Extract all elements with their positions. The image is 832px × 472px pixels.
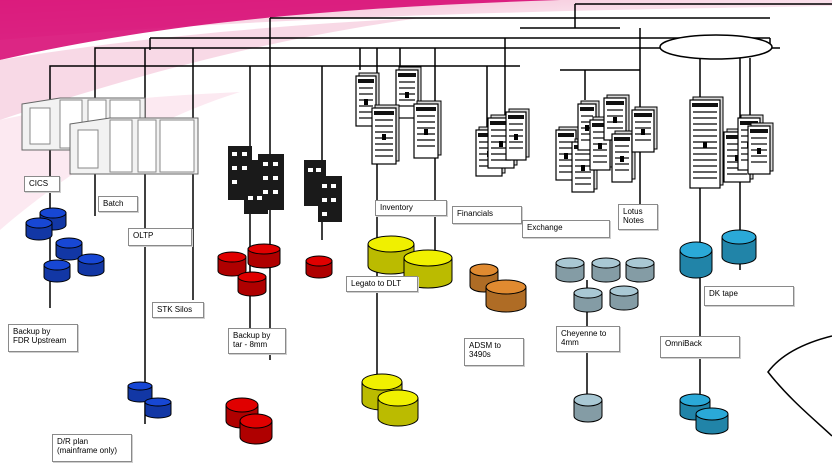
server-tower-icon	[355, 72, 380, 127]
disk-drive-icon	[625, 257, 655, 283]
disk-drive-icon	[237, 271, 267, 297]
network-cloud-edge	[767, 335, 832, 437]
label-dk-tape: DK tape	[704, 286, 794, 306]
server-tower-icon	[611, 130, 636, 183]
disk-drive-icon	[555, 257, 585, 283]
label-lotus: Lotus Notes	[618, 204, 658, 230]
disk-drive-icon	[247, 243, 281, 269]
disk-drive-icon	[239, 413, 273, 445]
disk-drive-icon	[144, 397, 172, 419]
unix-server-windows	[232, 152, 336, 216]
disk-drive-icon	[217, 251, 247, 277]
disk-drive-icon	[695, 407, 729, 435]
disk-drive-icon	[25, 217, 53, 241]
server-tower-icon	[603, 94, 630, 141]
label-dr-plan: D/R plan (mainframe only)	[52, 434, 132, 462]
disk-groups	[25, 207, 757, 445]
label-cics: CICS	[24, 176, 60, 192]
label-financials: Financials	[452, 206, 522, 224]
disk-drive-icon	[367, 235, 415, 275]
server-tower-icon	[413, 100, 442, 159]
label-legato: Legato to DLT	[346, 276, 418, 292]
disk-drive-icon	[377, 389, 419, 427]
label-inventory: Inventory	[375, 200, 447, 216]
disk-drive-icon	[609, 285, 639, 311]
server-tower-icon	[689, 96, 724, 189]
mainframe-batch	[69, 117, 199, 175]
label-backup-fdr: Backup by FDR Upstream	[8, 324, 78, 352]
label-oltp: OLTP	[128, 228, 192, 246]
label-stk-silos: STK Silos	[152, 302, 204, 318]
label-backup-tar: Backup by tar - 8mm	[228, 328, 286, 354]
disk-drive-icon	[721, 229, 757, 265]
disk-drive-icon	[305, 255, 333, 279]
network-hub	[659, 34, 773, 60]
label-omniback: OmniBack	[660, 336, 740, 358]
disk-drive-icon	[573, 287, 603, 313]
server-tower-icon	[505, 108, 530, 161]
label-cheyenne: Cheyenne to 4mm	[556, 326, 620, 352]
disk-drive-icon	[77, 253, 105, 277]
label-exchange: Exchange	[522, 220, 610, 238]
disk-drive-icon	[573, 393, 603, 423]
disk-drive-icon	[679, 241, 713, 279]
server-tower-icon	[395, 66, 422, 119]
disk-drive-icon	[591, 257, 621, 283]
disk-drive-icon	[55, 237, 83, 261]
server-tower-icon	[747, 122, 774, 175]
disk-drive-icon	[43, 259, 71, 283]
server-tower-icon	[631, 106, 658, 153]
server-tower-icon	[371, 104, 400, 165]
disk-drive-icon	[485, 279, 527, 313]
label-batch: Batch	[98, 196, 138, 212]
label-adsm: ADSM to 3490s	[464, 338, 524, 366]
server-towers	[355, 66, 774, 193]
